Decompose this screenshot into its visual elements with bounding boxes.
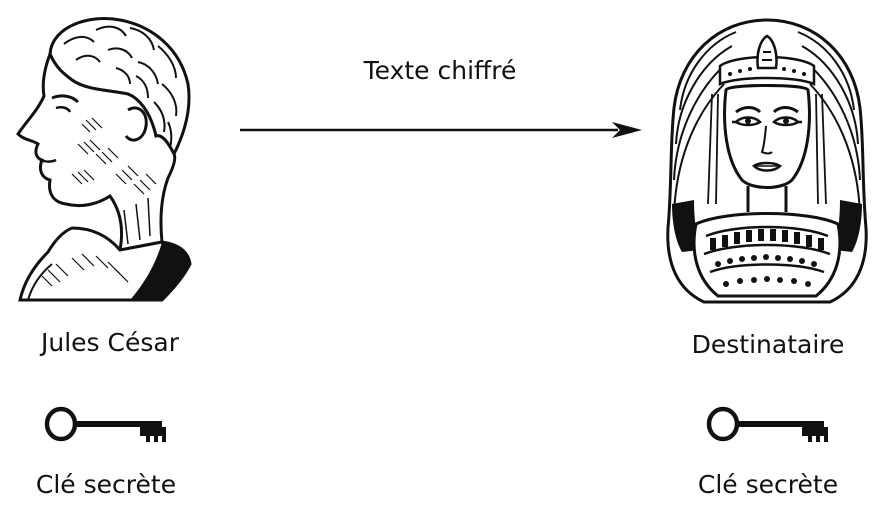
key-icon [706, 404, 830, 444]
recipient-key-label: Clé secrète [697, 470, 839, 499]
egyptian-queen-illustration [666, 18, 868, 304]
recipient-portrait [666, 14, 868, 306]
recipient-name: Destinataire [691, 330, 845, 359]
arrow-right-icon [238, 118, 644, 142]
roman-bust-illustration [16, 17, 192, 302]
message-label: Texte chiffré [363, 56, 517, 85]
sender-key-label: Clé secrète [35, 470, 177, 499]
sender-name: Jules César [41, 328, 179, 357]
sender-portrait [12, 14, 194, 304]
key-icon [44, 404, 168, 444]
